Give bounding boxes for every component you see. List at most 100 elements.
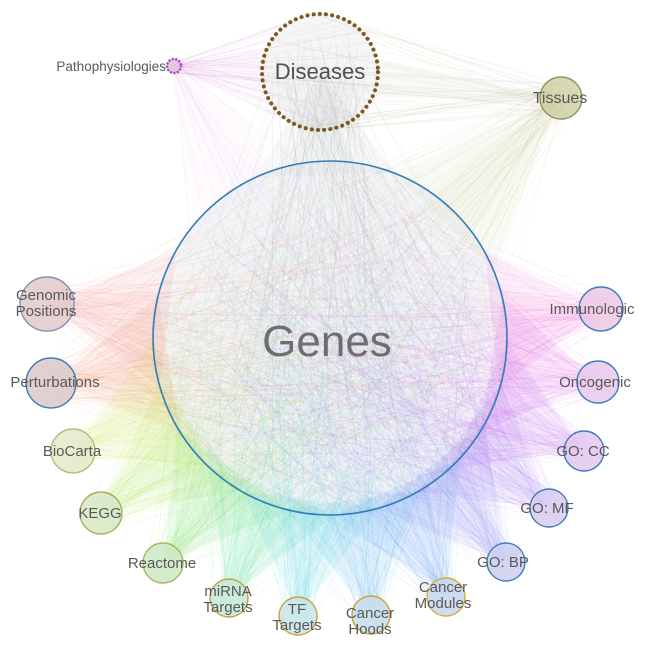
- edge-line: [309, 359, 595, 446]
- edge-line: [238, 109, 309, 348]
- node-tissues[interactable]: [539, 76, 583, 120]
- node-diseases[interactable]: [260, 12, 380, 132]
- node-mirna_targets[interactable]: [209, 578, 249, 618]
- edge-line: [206, 257, 449, 601]
- edge-line: [275, 334, 301, 628]
- edge-line: [231, 233, 326, 592]
- edge-line: [64, 187, 356, 463]
- edge-line: [253, 398, 588, 451]
- edge-line: [344, 301, 594, 315]
- edge-line: [386, 351, 593, 466]
- label-go_bp: GO: BP: [477, 554, 529, 571]
- edge-line: [460, 365, 516, 560]
- node-go_mf[interactable]: [529, 488, 569, 528]
- node-oncogenic[interactable]: [576, 360, 620, 404]
- edge-line: [51, 395, 356, 440]
- node-go_bp[interactable]: [486, 542, 526, 582]
- edge-line: [74, 443, 225, 476]
- edge-line: [294, 205, 511, 576]
- edge-line: [78, 348, 219, 467]
- edge-line: [432, 386, 602, 389]
- edge-line: [78, 396, 313, 466]
- edge-line: [42, 207, 429, 384]
- node-reactome[interactable]: [142, 542, 184, 584]
- edge-line: [490, 289, 598, 302]
- node-circles: [19, 12, 624, 636]
- edge-line: [362, 414, 463, 615]
- edge-line: [356, 107, 575, 118]
- edge-line: [277, 188, 509, 565]
- edge-line: [67, 188, 304, 382]
- edge-line: [229, 316, 364, 612]
- edge-line: [213, 315, 594, 357]
- edge-line: [83, 290, 346, 519]
- edge-line: [402, 243, 590, 456]
- edge-line: [214, 445, 347, 606]
- edge-line: [360, 290, 458, 615]
- edge-line: [239, 371, 282, 609]
- edge-line: [201, 231, 439, 612]
- node-immunologic[interactable]: [578, 286, 624, 332]
- node-go_cc[interactable]: [563, 430, 605, 472]
- edge-line: [251, 363, 497, 552]
- edge-line: [449, 108, 555, 332]
- node-cancer_modules[interactable]: [426, 577, 466, 617]
- edge-line: [304, 266, 425, 630]
- node-cancer_hoods[interactable]: [351, 595, 391, 635]
- edge-line: [32, 321, 351, 425]
- node-perturbations[interactable]: [25, 357, 77, 409]
- edge-line: [60, 280, 246, 320]
- edge-line: [297, 333, 308, 628]
- node-pathophysiologies[interactable]: [165, 57, 183, 75]
- edge-line: [239, 202, 390, 600]
- edge-line: [386, 369, 609, 480]
- edge-line: [273, 315, 444, 597]
- edge-line: [458, 108, 550, 390]
- edge-line: [249, 60, 351, 245]
- edge-line: [373, 437, 381, 627]
- edge-line: [445, 337, 450, 611]
- edge-line: [209, 404, 235, 589]
- edge-wedge: [229, 489, 295, 598]
- edge-line: [159, 363, 571, 450]
- edge-line: [173, 41, 370, 65]
- node-genes[interactable]: [152, 160, 508, 516]
- edge-line: [346, 337, 371, 602]
- edge-line: [58, 357, 299, 389]
- node-kegg[interactable]: [79, 491, 123, 535]
- edge-line: [88, 204, 293, 520]
- edge-line: [235, 212, 515, 552]
- edge-line: [213, 91, 547, 240]
- edge-line: [323, 69, 369, 328]
- edge-wedge: [163, 427, 289, 563]
- node-tf_targets[interactable]: [278, 596, 318, 636]
- edge-line: [189, 293, 606, 316]
- edge-line: [157, 347, 230, 551]
- edge-line: [290, 39, 300, 172]
- edge-wedge: [477, 381, 584, 451]
- edge-line: [271, 40, 564, 103]
- edge-line: [380, 377, 590, 396]
- edge-line: [68, 318, 297, 454]
- edge-line: [93, 308, 314, 519]
- edge-line: [291, 67, 367, 497]
- edge-line: [312, 14, 550, 87]
- edge-line: [58, 364, 321, 384]
- edge-line: [172, 22, 351, 65]
- edge-line: [237, 327, 470, 604]
- node-genomic_positions[interactable]: [19, 276, 75, 332]
- edge-line: [60, 333, 504, 464]
- edge-line: [406, 441, 590, 480]
- edge-line: [366, 225, 374, 622]
- edge-line: [65, 314, 182, 420]
- node-biocarta[interactable]: [50, 428, 96, 474]
- edge-line: [489, 306, 538, 515]
- edge-line: [233, 428, 317, 595]
- edge-line: [64, 184, 304, 304]
- edge-line: [42, 310, 257, 470]
- edge-line: [236, 69, 276, 257]
- edge-line: [168, 383, 299, 576]
- edge-line: [464, 351, 575, 439]
- edge-line: [316, 24, 404, 453]
